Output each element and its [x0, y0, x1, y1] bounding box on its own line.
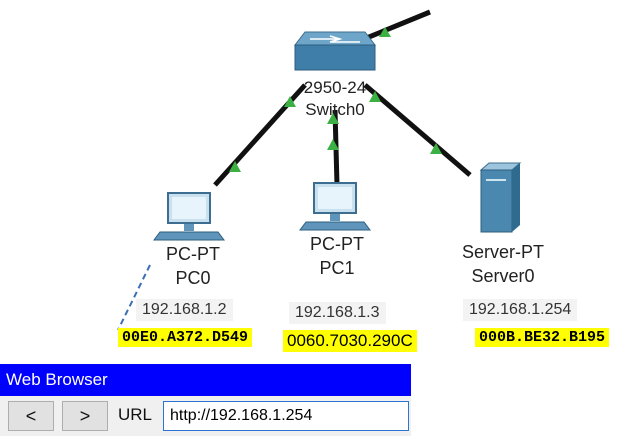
device-type-label: Server-PT: [461, 242, 544, 262]
link-up-indicator: [229, 161, 241, 172]
device-name-label: PC1: [319, 258, 355, 278]
url-input[interactable]: http://192.168.1.254: [163, 401, 409, 431]
device-ip-label: 192.168.1.2: [136, 299, 233, 321]
device-name-label: PC0: [175, 268, 211, 288]
device-mac-label: 0060.7030.290C: [283, 330, 417, 352]
link-up-indicator: [284, 96, 296, 107]
link-up-indicator: [379, 27, 391, 37]
switch-name-label: Switch0: [305, 100, 365, 119]
back-button[interactable]: <: [8, 401, 54, 431]
forward-button[interactable]: >: [62, 401, 108, 431]
switch-icon[interactable]: [293, 31, 377, 71]
switch-model-label: 2950-24: [303, 78, 367, 97]
device-type-label: PC-PT: [166, 244, 220, 264]
link-up-indicator: [430, 143, 442, 154]
link-up-indicator: [327, 139, 339, 150]
device-type-label: PC-PT: [310, 234, 364, 254]
pc-icon[interactable]: [299, 182, 371, 231]
device-mac-label: 000B.BE32.B195: [475, 328, 610, 347]
device-ip-label: 192.168.1.3: [289, 302, 386, 324]
server-icon[interactable]: [479, 162, 522, 233]
device-mac-label: 00E0.A372.D549: [118, 328, 253, 347]
device-name-label: Server0: [471, 266, 535, 286]
link-pc0-console[interactable]: [117, 264, 151, 331]
network-topology: [117, 9, 522, 331]
web-browser-toolbar: < > URL http://192.168.1.254: [0, 396, 411, 436]
link-switch-server0[interactable]: [363, 83, 472, 177]
url-label: URL: [118, 405, 153, 424]
link-up-indicator: [327, 113, 339, 124]
pc-icon[interactable]: [153, 192, 225, 241]
web-browser-title-bar: Web Browser: [0, 364, 411, 396]
device-ip-label: 192.168.1.254: [463, 299, 578, 321]
link-up-indicator: [369, 91, 381, 102]
